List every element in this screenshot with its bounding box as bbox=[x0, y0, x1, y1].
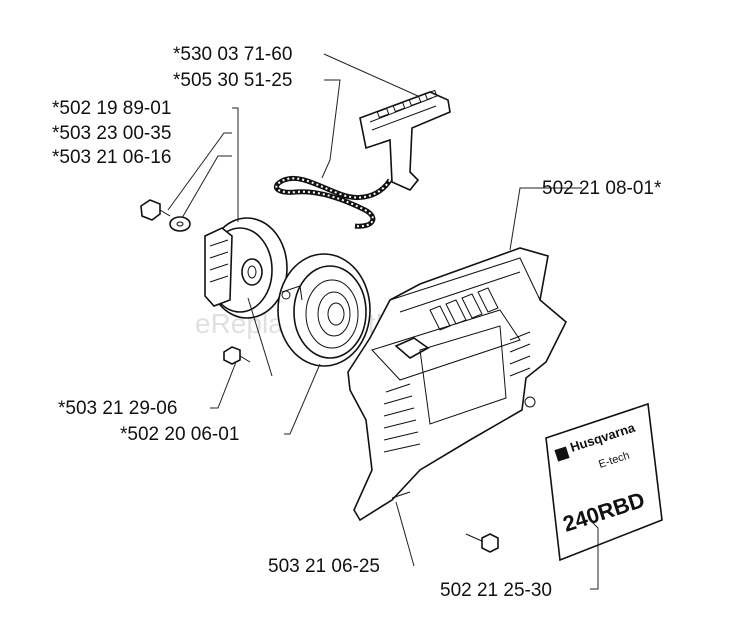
part-label: *503 21 29-06 bbox=[58, 398, 177, 419]
part-label: *502 19 89-01 bbox=[52, 98, 171, 119]
part-label: 502 21 25-30 bbox=[440, 580, 552, 601]
screw-bottom bbox=[465, 533, 499, 553]
part-label: *505 30 51-25 bbox=[173, 70, 292, 91]
part-label: *530 03 71-60 bbox=[173, 44, 292, 65]
starter-rope bbox=[273, 176, 393, 229]
leader-lines bbox=[167, 53, 599, 590]
starter-handle bbox=[359, 89, 451, 191]
washer bbox=[169, 216, 191, 232]
model-decal: Husqvarna E-tech 240RBD bbox=[545, 402, 663, 562]
starter-cover bbox=[347, 247, 567, 522]
screw-left-middle bbox=[223, 346, 251, 365]
rope-pulley bbox=[204, 217, 288, 319]
recoil-spring-housing bbox=[277, 253, 371, 367]
part-label: 502 21 08-01* bbox=[542, 178, 662, 199]
part-label: 503 21 06-25 bbox=[268, 556, 380, 577]
part-label: *502 20 06-01 bbox=[120, 424, 239, 445]
part-label: *503 23 00-35 bbox=[52, 123, 171, 144]
screw-top-left bbox=[140, 199, 171, 221]
part-label: *503 21 06-16 bbox=[52, 147, 171, 168]
